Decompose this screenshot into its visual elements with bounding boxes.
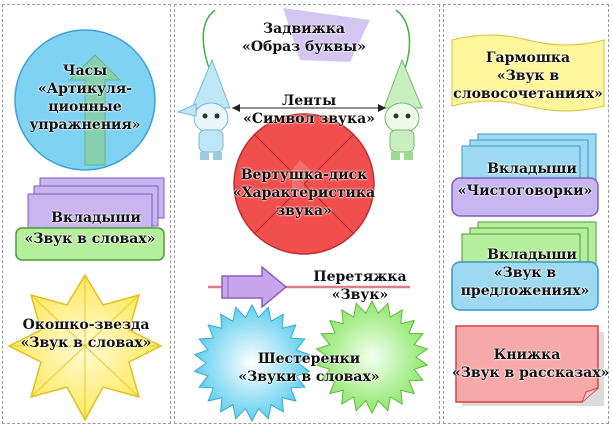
ribbons-label: Ленты «Символ звука» (243, 93, 375, 127)
accordion-label: Гармошка «Звук в словосочетаниях» (453, 50, 603, 102)
accordion-shape (451, 34, 605, 112)
gnome-right-icon (383, 9, 423, 160)
ribbon-arrow-icon (232, 104, 386, 112)
star-label: Окошко-звезда «Звук в словах» (20, 317, 152, 351)
inserts-words-stack (15, 177, 165, 261)
inserts-sentences-label: Вкладыши «Звук в предложениях» (460, 247, 590, 299)
inserts-tongue-stack (451, 133, 599, 217)
inserts-sentences-stack (451, 221, 599, 311)
right-column (443, 4, 609, 424)
gnome-left-icon (176, 9, 231, 160)
left-column (2, 4, 171, 424)
book-label: Книжка «Звук в рассказах» (452, 347, 610, 381)
pull-arrow-shape (208, 265, 410, 309)
gear-blue-shape (193, 303, 311, 423)
middle-column (174, 4, 440, 424)
inserts-words-label: Вкладыши «Звук в словах» (24, 210, 156, 247)
spinner-label: Вертушка-диск «Характеристика звука» (232, 167, 376, 219)
valve-shape (283, 8, 370, 62)
valve-label: Задвижка «Образ буквы» (242, 21, 366, 55)
spinner-disk-shape (233, 113, 375, 255)
gear-green-shape (315, 299, 429, 415)
clock-shape (14, 29, 156, 171)
gears-label: Шестеренки «Звуки в словах» (238, 351, 380, 385)
pull-label: Перетяжка «Звук» (313, 269, 407, 303)
star-window-shape (7, 273, 163, 422)
clock-arrow-icon (68, 54, 122, 166)
book-shape (455, 325, 604, 406)
inserts-tongue-label: Вкладыши «Чистоговорки» (457, 161, 593, 199)
clock-label: Часы «Артикуля- ционные упражнения» (29, 63, 141, 133)
